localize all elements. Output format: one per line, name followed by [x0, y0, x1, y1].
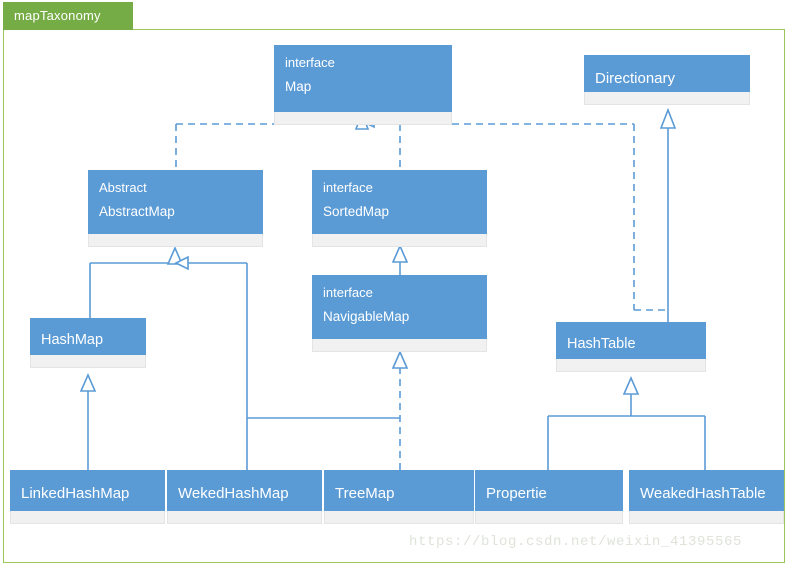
class-name: TreeMap	[335, 485, 395, 502]
watermark-text: https://blog.csdn.net/weixin_41395565	[409, 534, 743, 550]
arrowhead-directionary	[659, 107, 677, 129]
class-name: HashTable	[567, 336, 636, 352]
class-stereotype: interface	[323, 180, 373, 195]
class-footer	[475, 511, 623, 524]
class-box-hashtable[interactable]: HashTable	[556, 322, 706, 372]
class-name: NavigableMap	[323, 309, 410, 324]
class-box-abstractmap[interactable]: Abstract AbstractMap	[88, 170, 263, 247]
arrowhead-abstractmap	[166, 246, 184, 265]
class-stereotype: Abstract	[99, 180, 147, 195]
class-footer	[312, 234, 487, 247]
class-box-linkedhashmap[interactable]: LinkedHashMap	[10, 470, 165, 524]
class-footer	[312, 339, 487, 352]
class-name: Propertie	[486, 485, 547, 502]
class-footer	[629, 511, 784, 524]
class-name: Map	[285, 79, 312, 94]
class-box-map[interactable]: interface Map	[274, 45, 452, 125]
class-name: WekedHashMap	[178, 485, 289, 502]
class-name: SortedMap	[323, 204, 390, 219]
class-name: WeakedHashTable	[640, 485, 766, 502]
edge-hashtable-children-bus	[547, 393, 706, 470]
class-box-hashmap[interactable]: HashMap	[30, 318, 146, 368]
class-box-directionary[interactable]: Directionary	[584, 55, 750, 105]
class-footer	[167, 511, 322, 524]
class-box-navigablemap[interactable]: interface NavigableMap	[312, 275, 487, 352]
class-name: HashMap	[41, 332, 104, 348]
class-box-propertie[interactable]: Propertie	[475, 470, 623, 524]
class-stereotype: interface	[323, 285, 373, 300]
arrowhead-hashtable	[622, 376, 640, 395]
class-name: LinkedHashMap	[21, 485, 130, 502]
class-footer	[10, 511, 165, 524]
class-name: AbstractMap	[99, 204, 175, 219]
arrowhead-navigablemap	[391, 350, 409, 369]
class-footer	[324, 511, 474, 524]
class-footer	[584, 92, 750, 105]
arrowhead-sortedmap	[391, 244, 409, 263]
class-footer	[88, 234, 263, 247]
package-tab-label: mapTaxonomy	[14, 8, 101, 23]
package-tab[interactable]: mapTaxonomy	[3, 2, 133, 30]
class-footer	[556, 359, 706, 372]
class-box-weakedhashtable[interactable]: WeakedHashTable	[629, 470, 784, 524]
arrowhead-abstractmap-side	[174, 255, 189, 271]
class-box-sortedmap[interactable]: interface SortedMap	[312, 170, 487, 247]
class-footer	[30, 355, 146, 368]
class-stereotype: interface	[285, 55, 335, 70]
arrowhead-hashmap	[79, 373, 97, 392]
class-box-treemap[interactable]: TreeMap	[324, 470, 474, 524]
class-box-wekedhashmap[interactable]: WekedHashMap	[167, 470, 322, 524]
class-footer	[274, 112, 452, 125]
class-name: Directionary	[595, 70, 676, 87]
